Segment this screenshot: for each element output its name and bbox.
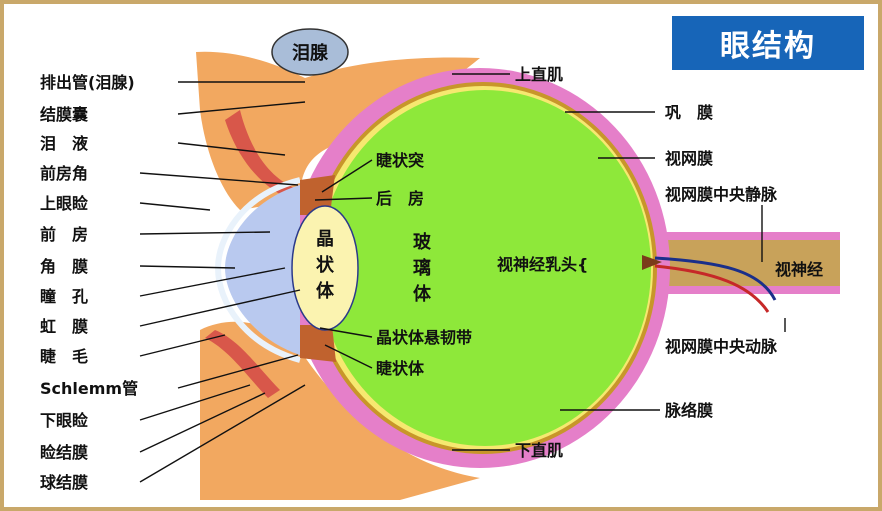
- label-choroid: 脉络膜: [664, 401, 713, 420]
- label-iris: 虹 膜: [40, 317, 88, 336]
- label-cornea: 角 膜: [40, 257, 88, 276]
- label-lacrimal-duct: 排出管(泪腺): [40, 73, 135, 92]
- iris-lower: [300, 325, 336, 362]
- label-lens-2: 状: [316, 254, 335, 276]
- label-lower-eyelid: 下眼睑: [40, 411, 88, 430]
- left-leaders: [139, 81, 306, 483]
- lens: [291, 205, 359, 331]
- lower-lid-tissue: [200, 321, 480, 500]
- label-upper-eyelid: 上眼睑: [40, 194, 88, 213]
- label-chamber-angle: 前房角: [40, 164, 88, 183]
- label-pupil: 瞳 孔: [40, 287, 88, 306]
- vitreous-body: [319, 90, 651, 446]
- label-central-artery: 视网膜中央动脉: [665, 337, 778, 356]
- central-vein: [654, 256, 777, 301]
- right-label-group: 上直肌 巩 膜 视网膜 视网膜中央静脉 视神经 视网膜中央动脉 脉络膜 下直肌: [515, 65, 823, 460]
- label-lens-3: 体: [316, 280, 335, 302]
- label-vitreous-3: 体: [413, 283, 432, 305]
- label-palpebral-conjunctiva: 睑结膜: [40, 443, 88, 462]
- upper-lid-edge: [225, 110, 300, 200]
- anterior-chamber: [225, 185, 300, 355]
- inner-leaders: [314, 159, 373, 369]
- label-central-vein: 视网膜中央静脉: [665, 185, 778, 204]
- label-zonule: 晶状体悬韧带: [376, 328, 472, 347]
- label-schlemm-canal: Schlemm管: [40, 379, 138, 398]
- label-vitreous-1: 玻: [413, 231, 432, 253]
- label-ciliary-process: 睫状突: [376, 151, 424, 170]
- left-label-group: 排出管(泪腺) 结膜囊 泪 液 前房角 上眼睑 前 房 角 膜 瞳 孔 虹 膜 …: [39, 73, 138, 492]
- label-bulbar-conjunctiva: 球结膜: [40, 473, 88, 492]
- label-ciliary-body: 睫状体: [376, 359, 425, 378]
- label-tears: 泪 液: [40, 134, 89, 153]
- label-superior-rectus: 上直肌: [515, 65, 563, 84]
- inner-label-group: 晶 状 体 玻 璃 体 睫状突 后 房 晶状体悬韧带 睫状体 视神经乳头{: [316, 151, 588, 378]
- right-leaders: [452, 73, 786, 451]
- label-optic-papilla: 视神经乳头{: [497, 255, 588, 274]
- optic-papilla: [642, 255, 662, 270]
- label-conjunctival-sac: 结膜囊: [39, 105, 89, 124]
- label-sclera: 巩 膜: [665, 103, 713, 122]
- label-retina: 视网膜: [665, 149, 713, 168]
- gland-label: 泪腺: [292, 42, 329, 64]
- label-inferior-rectus: 下直肌: [515, 441, 563, 460]
- lower-lid-edge: [205, 330, 280, 398]
- label-optic-nerve: 视神经: [775, 260, 823, 279]
- iris-upper: [300, 175, 335, 215]
- label-lens-1: 晶: [316, 229, 334, 250]
- label-vitreous-2: 璃: [413, 257, 431, 279]
- page-title: 眼结构: [672, 16, 864, 70]
- label-anterior-chamber: 前 房: [40, 225, 88, 244]
- lacrimal-gland: [271, 28, 349, 76]
- central-artery: [654, 264, 770, 313]
- label-posterior-chamber: 后 房: [376, 189, 424, 208]
- label-eyelash: 睫 毛: [40, 347, 88, 366]
